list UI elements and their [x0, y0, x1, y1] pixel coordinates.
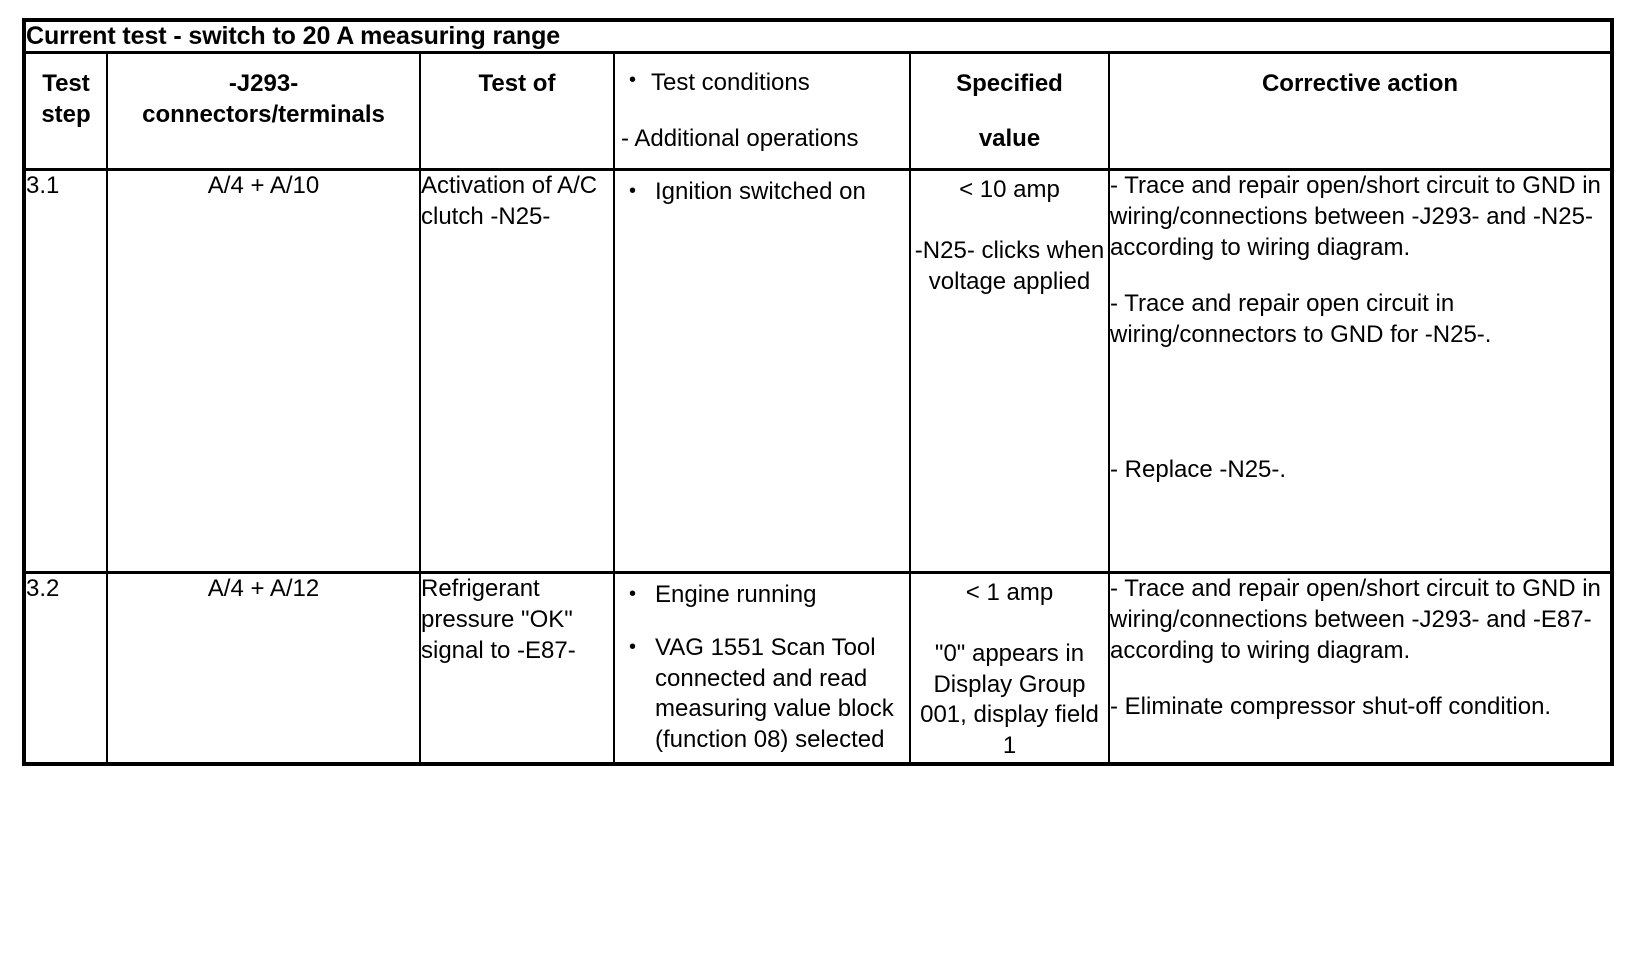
cell-test-conditions: • Ignition switched on — [613, 169, 911, 575]
specified-value-note: -N25- clicks when voltage applied — [914, 236, 1105, 295]
condition-text: Engine running — [655, 581, 817, 609]
specified-value-primary: < 10 amp — [959, 176, 1060, 204]
header-corrective-action: Corrective action — [1107, 52, 1614, 172]
header-test-step-line1: Test — [42, 69, 90, 97]
table-header-row: Test step -J293- connectors/terminals Te… — [23, 52, 1614, 172]
corrective-action-item: - Eliminate compressor shut-off conditio… — [1110, 693, 1552, 721]
bullet-icon: • — [629, 68, 637, 91]
corrective-action-item: - Trace and repair open circuit in wirin… — [1110, 290, 1492, 348]
header-test-conditions: • Test conditions - Additional operation… — [613, 52, 911, 172]
cell-test-conditions: • Engine running • VAG 1551 Scan Tool co… — [613, 572, 911, 764]
header-test-of-label: Test of — [478, 69, 556, 97]
cell-test-of: Activation of A/C clutch -N25- — [419, 169, 615, 575]
condition-text: VAG 1551 Scan Tool connected and read me… — [655, 633, 894, 753]
header-specified-value: Specified value — [909, 52, 1110, 172]
cell-test-step: 3.1 — [23, 169, 108, 575]
cell-test-step: 3.2 — [23, 572, 108, 764]
bullet-icon: • — [629, 180, 637, 203]
table-title: Current test - switch to 20 A measuring … — [22, 20, 1614, 54]
table-title-row: Current test - switch to 20 A measuring … — [22, 20, 1614, 54]
cell-specified-value: < 1 amp "0" appears in Display Group 001… — [909, 572, 1110, 764]
condition-item: • Engine running — [629, 580, 909, 611]
cell-test-of: Refrigerant pressure "OK" signal to -E87… — [419, 572, 615, 764]
header-test-of: Test of — [419, 52, 615, 172]
header-specified-value-line2: value — [978, 124, 1041, 152]
bullet-icon: • — [629, 583, 637, 606]
header-corrective-action-label: Corrective action — [1261, 69, 1459, 97]
header-test-step: Test step — [23, 52, 108, 172]
header-conditions-dash-label: - Additional operations — [621, 124, 859, 152]
header-connectors-line2: connectors/terminals — [142, 100, 385, 128]
cell-connectors: A/4 + A/10 — [106, 169, 421, 575]
header-connectors-line1: -J293- — [228, 69, 299, 97]
current-test-table: Current test - switch to 20 A measuring … — [22, 18, 1615, 766]
corrective-action-item: - Replace -N25-. — [1110, 455, 1287, 483]
table-row: 3.2 A/4 + A/12 Refrigerant pressure "OK"… — [23, 572, 1614, 764]
header-specified-value-line1: Specified — [956, 69, 1063, 97]
condition-text: Ignition switched on — [655, 178, 866, 206]
specified-value-note: "0" appears in Display Group 001, displa… — [920, 639, 1099, 759]
header-conditions-bullet-label: Test conditions — [651, 68, 810, 96]
cell-corrective-action: - Trace and repair open/short circuit to… — [1107, 572, 1614, 764]
cell-specified-value: < 10 amp -N25- clicks when voltage appli… — [909, 169, 1110, 575]
corrective-action-item: - Trace and repair open/short circuit to… — [1110, 172, 1601, 261]
condition-item: • VAG 1551 Scan Tool connected and read … — [629, 633, 909, 756]
cell-corrective-action: - Trace and repair open/short circuit to… — [1107, 169, 1614, 575]
cell-connectors: A/4 + A/12 — [106, 572, 421, 764]
header-test-step-line2: step — [41, 100, 91, 128]
corrective-action-item: - Trace and repair open/short circuit to… — [1110, 575, 1601, 664]
header-conditions-bullet-row: • Test conditions — [629, 68, 903, 98]
table-row: 3.1 A/4 + A/10 Activation of A/C clutch … — [23, 169, 1614, 575]
condition-item: • Ignition switched on — [629, 177, 909, 208]
bullet-icon: • — [629, 635, 637, 658]
specified-value-primary: < 1 amp — [965, 579, 1054, 607]
header-connectors: -J293- connectors/terminals — [106, 52, 421, 172]
